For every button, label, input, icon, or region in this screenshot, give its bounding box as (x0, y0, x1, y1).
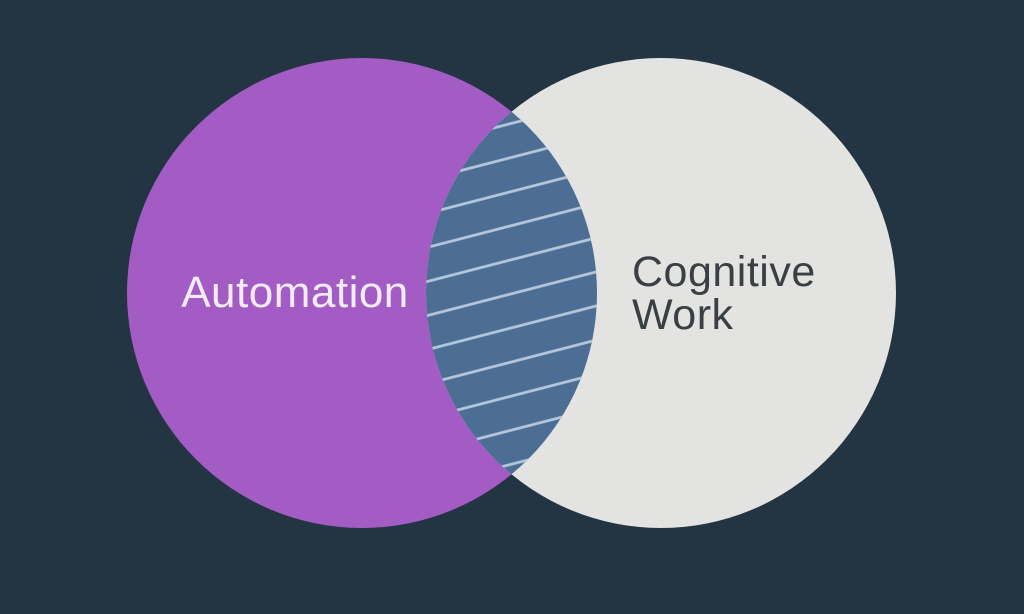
cognitive-work-label: Cognitive Work (632, 248, 828, 339)
cognitive-work-label-line2: Work (632, 291, 734, 339)
cognitive-work-label-line1: Cognitive (632, 248, 816, 296)
automation-label: Automation (181, 268, 409, 317)
intersection-region (426, 58, 597, 528)
intersection-hatch-overlay (426, 58, 597, 528)
